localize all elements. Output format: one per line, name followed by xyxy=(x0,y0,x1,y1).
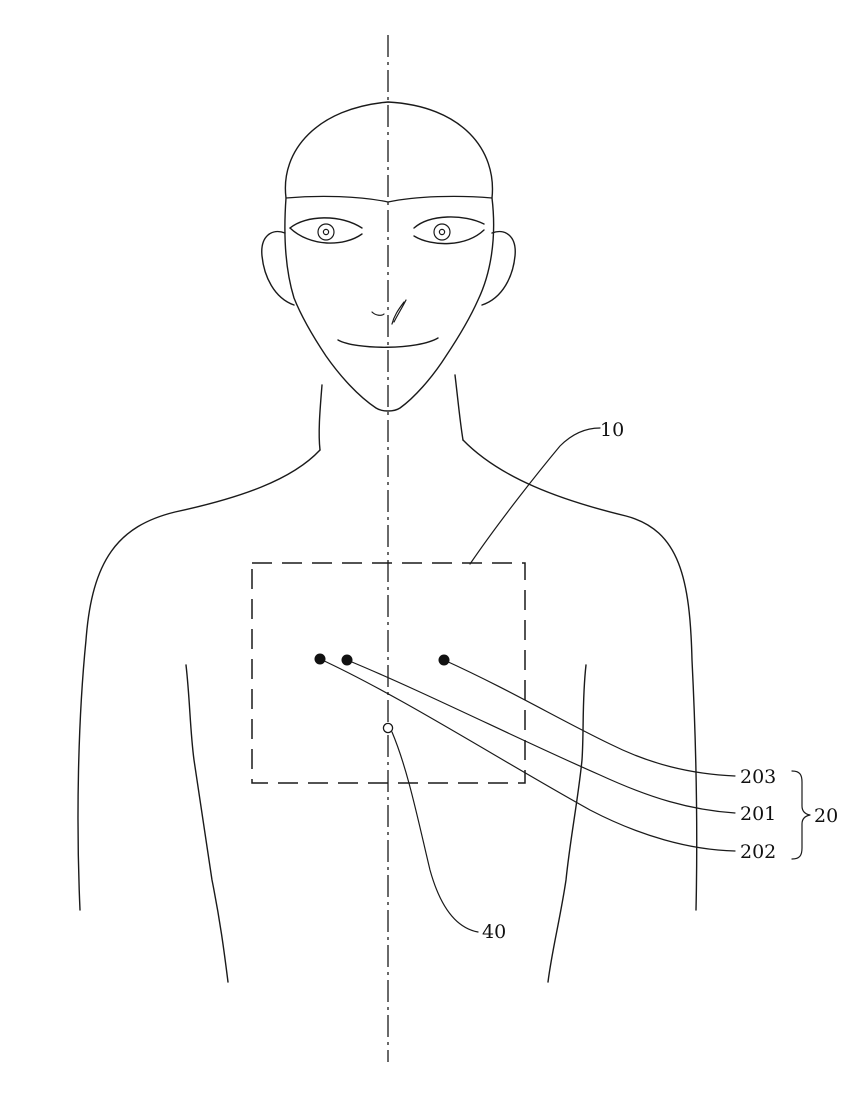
label-201: 201 xyxy=(740,803,776,825)
reference-point-40 xyxy=(383,723,392,732)
hairline xyxy=(286,196,492,202)
label-203: 203 xyxy=(740,766,776,788)
label-40: 40 xyxy=(482,921,506,943)
group-brace xyxy=(792,771,810,859)
right-eye xyxy=(414,217,484,244)
neck-left xyxy=(319,385,322,450)
left-ear xyxy=(262,232,294,305)
leader-line-203 xyxy=(444,660,735,776)
electrode-203-dot xyxy=(439,655,450,666)
label-20: 20 xyxy=(814,805,838,827)
left-eye xyxy=(290,218,362,243)
leader-line-10 xyxy=(470,428,600,564)
nose xyxy=(372,300,406,324)
leader-line-40 xyxy=(392,732,478,932)
electrode-201-dot xyxy=(342,655,353,666)
electrode-202-dot xyxy=(315,654,326,665)
right-torso-side xyxy=(548,665,586,982)
leader-line-202 xyxy=(320,659,735,851)
left-torso-side xyxy=(186,665,228,982)
right-ear xyxy=(482,232,515,305)
left-shoulder-arm xyxy=(78,450,320,910)
leader-line-201 xyxy=(347,660,735,813)
neck-right xyxy=(455,375,463,440)
label-10: 10 xyxy=(600,419,624,441)
head-outline xyxy=(285,102,494,411)
label-202: 202 xyxy=(740,841,776,863)
